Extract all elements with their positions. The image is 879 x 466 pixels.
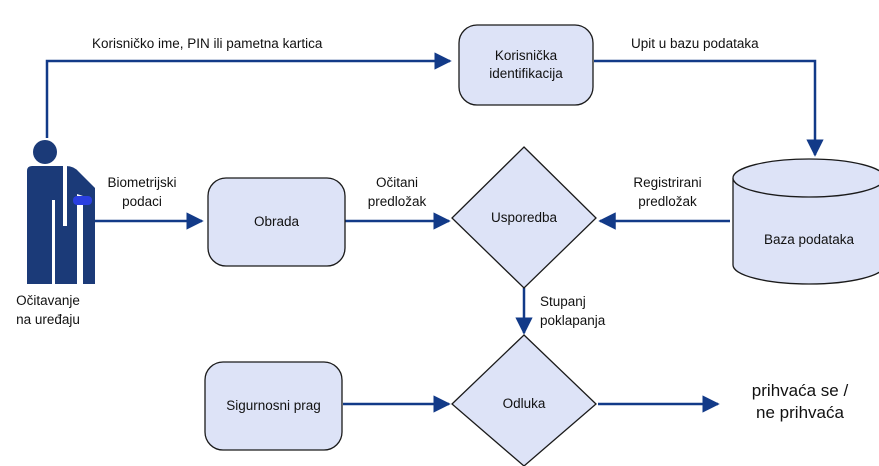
connectors (45, 52, 824, 413)
label-db-query: Upit u bazu podataka (631, 36, 759, 51)
processing-box (207, 177, 346, 267)
node-identification-label: Korisnička identifikacija (489, 48, 563, 81)
label-biometric: Biometrijski podaci (107, 175, 177, 209)
node-processing-label: Obrada (253, 214, 300, 229)
node-user-label: Očitavanje na uređaju (16, 293, 80, 327)
node-threshold-label: Sigurnosni prag (226, 398, 321, 413)
arrow-user-to-identification (45, 52, 452, 138)
node-comparison-label: Usporedba (490, 210, 558, 225)
person-icon (27, 140, 95, 284)
comparison-diamond (451, 146, 597, 289)
label-credentials: Korisničko ime, PIN ili pametna kartica (92, 36, 323, 51)
identification-box (458, 24, 594, 106)
label-match-score: Stupanj poklapanja (540, 294, 606, 328)
wristband-icon (73, 196, 92, 205)
result-label: prihvaća se / ne prihvaća (751, 381, 849, 422)
decision-diamond (451, 334, 597, 466)
database-cylinder (732, 158, 879, 285)
label-registered-template: Registrirani predložak (633, 175, 702, 209)
node-database-label: Baza podataka (763, 232, 855, 247)
threshold-box (204, 361, 343, 451)
node-decision-label: Odluka (502, 396, 546, 411)
arrow-identification-to-database (594, 59, 824, 157)
label-read-template: Očitani predložak (367, 175, 427, 209)
